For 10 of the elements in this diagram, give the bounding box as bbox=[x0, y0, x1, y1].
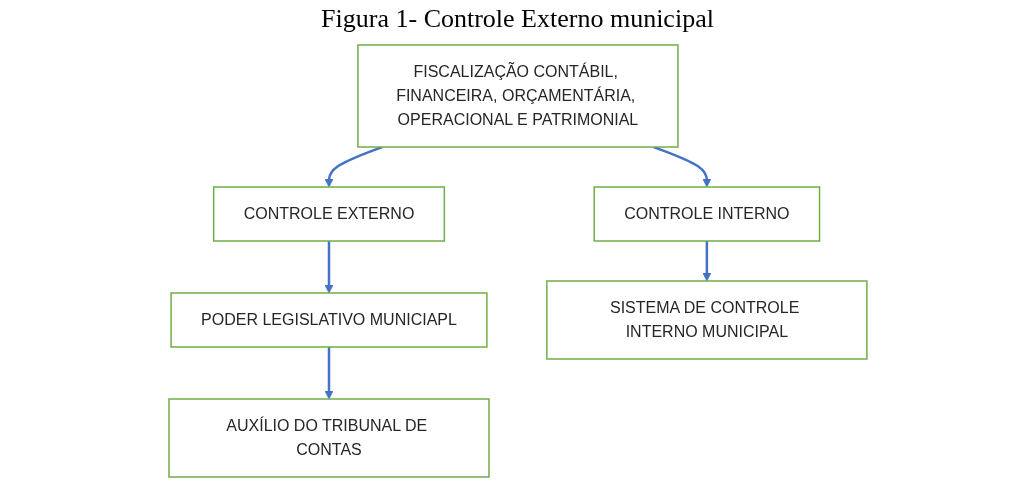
node-box: SISTEMA DE CONTROLE INTERNO MUNICIPAL bbox=[545, 280, 868, 360]
node-box: AUXÍLIO DO TRIBUNAL DE CONTAS bbox=[167, 398, 490, 478]
node-box: FISCALIZAÇÃO CONTÁBIL, FINANCEIRA, ORÇAMENTÁRIA, OPERACIONAL E PATRIMONIAL bbox=[356, 44, 679, 148]
arrow bbox=[324, 347, 333, 400]
arrow bbox=[702, 241, 711, 282]
node-box: CONTROLE INTERNO bbox=[593, 186, 820, 242]
figure-title: Figura 1- Controle Externo municipal bbox=[320, 4, 715, 34]
node-box: PODER LEGISLATIVO MUNICIAPL bbox=[169, 292, 488, 348]
node-box: CONTROLE EXTERNO bbox=[212, 186, 445, 242]
arrow bbox=[324, 241, 333, 294]
